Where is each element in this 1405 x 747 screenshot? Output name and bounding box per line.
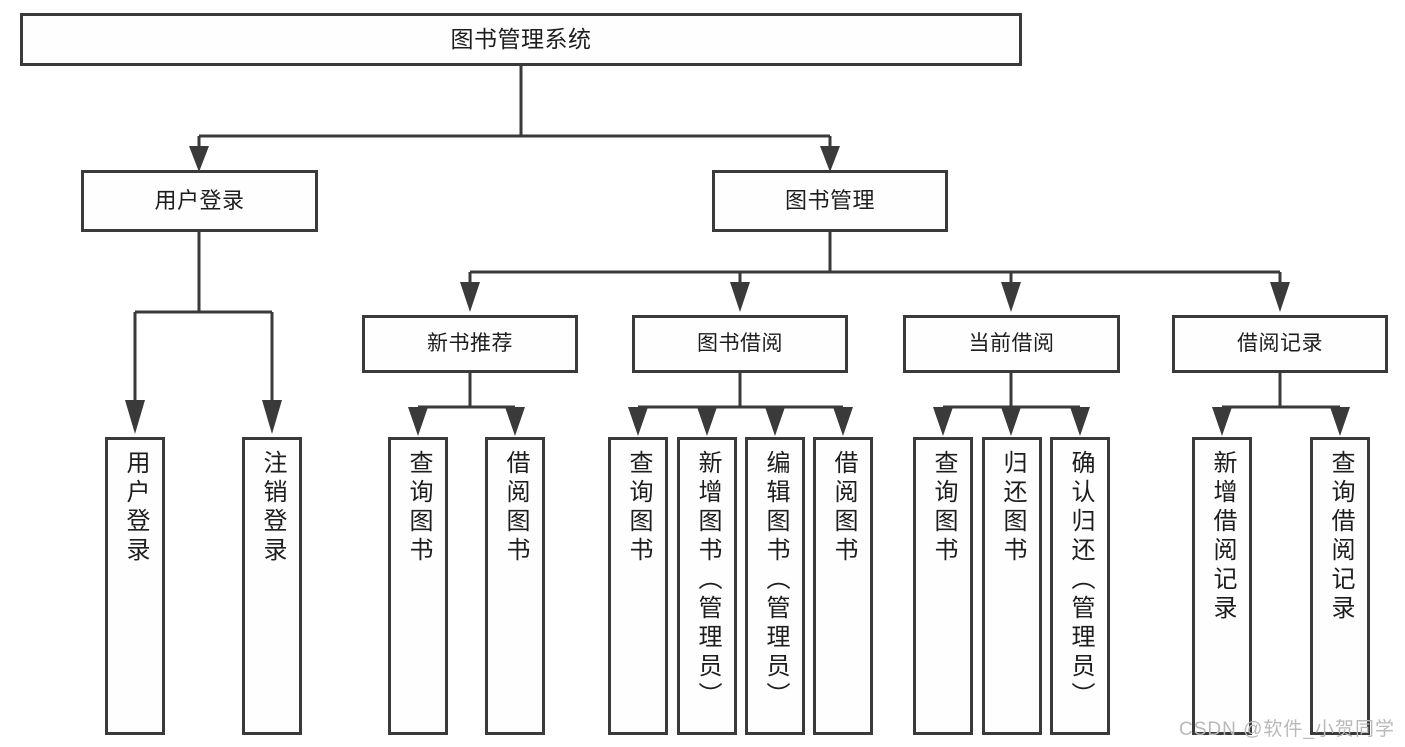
node-label: 编辑图书（管理员）	[762, 450, 789, 711]
node-leaf-confirm-return-admin[interactable]: 确认归还（管理员）	[1050, 437, 1110, 735]
node-label: 注销登录	[259, 450, 286, 566]
node-label: 新书推荐	[427, 331, 513, 355]
node-current-borrowing[interactable]: 当前借阅	[903, 315, 1120, 373]
node-label: 用户登录	[154, 187, 245, 213]
node-leaf-return-book[interactable]: 归还图书	[982, 437, 1042, 735]
arrowhead-book-mgmt	[820, 146, 840, 172]
arrowhead-borrowrecord-child-1	[1212, 407, 1232, 436]
node-label: 图书管理系统	[450, 25, 592, 52]
arrowhead-currentborrow-child-1	[933, 407, 953, 436]
node-label: 新增图书（管理员）	[694, 450, 721, 711]
arrowhead-borrowrecord-child-2	[1330, 407, 1350, 436]
node-leaf-logout[interactable]: 注销登录	[242, 437, 302, 735]
node-leaf-query-borrow-record[interactable]: 查询借阅记录	[1310, 437, 1370, 735]
arrowhead-newbook-child-2	[505, 407, 525, 436]
node-label: 借阅记录	[1237, 331, 1323, 355]
node-label: 当前借阅	[968, 331, 1055, 355]
node-leaf-query-book-borrow[interactable]: 查询图书	[608, 437, 668, 735]
node-leaf-user-login[interactable]: 用户登录	[105, 437, 165, 735]
node-label: 查询图书	[930, 450, 957, 566]
arrowhead-leaf-user-login	[125, 400, 145, 434]
arrowhead-currentborrow-child-3	[1070, 407, 1090, 436]
node-label: 图书借阅	[697, 331, 783, 355]
node-label: 借阅图书	[502, 450, 529, 566]
node-label: 图书管理	[784, 187, 875, 213]
node-book-management[interactable]: 图书管理	[712, 170, 948, 232]
node-leaf-edit-book-admin[interactable]: 编辑图书（管理员）	[745, 437, 805, 735]
node-book-management-system[interactable]: 图书管理系统	[20, 13, 1022, 66]
node-label: 归还图书	[999, 450, 1026, 566]
node-new-book-recommendation[interactable]: 新书推荐	[362, 315, 578, 373]
node-leaf-query-book-current[interactable]: 查询图书	[913, 437, 973, 735]
arrowhead-book-borrow	[730, 282, 750, 312]
node-label: 查询图书	[405, 450, 432, 566]
arrowhead-leaf-logout	[262, 400, 282, 434]
node-label: 用户登录	[122, 450, 149, 566]
node-leaf-borrow-book-newrec[interactable]: 借阅图书	[485, 437, 545, 735]
node-leaf-borrow-book[interactable]: 借阅图书	[813, 437, 873, 735]
node-label: 确认归还（管理员）	[1067, 450, 1094, 711]
watermark-text: CSDN @软件_小贺同学	[1179, 719, 1395, 740]
arrowhead-borrow-record	[1270, 282, 1290, 312]
arrowhead-bookborrow-child-1	[628, 407, 648, 436]
arrowhead-newbook-child-1	[408, 407, 428, 436]
arrowhead-new-book-rec	[460, 282, 480, 312]
node-user-login[interactable]: 用户登录	[81, 170, 318, 232]
arrowhead-currentborrow-child-2	[1001, 407, 1021, 436]
arrowhead-bookborrow-child-3	[765, 407, 785, 436]
arrowhead-bookborrow-child-4	[833, 407, 853, 436]
node-leaf-query-book-newrec[interactable]: 查询图书	[388, 437, 448, 735]
node-label: 借阅图书	[830, 450, 857, 566]
arrowhead-bookborrow-child-2	[697, 407, 717, 436]
node-label: 查询图书	[625, 450, 652, 566]
node-label: 查询借阅记录	[1327, 450, 1354, 624]
arrowhead-current-borrow	[1001, 282, 1021, 312]
node-borrowing-record[interactable]: 借阅记录	[1172, 315, 1388, 373]
arrowhead-user-login	[189, 146, 209, 172]
node-label: 新增借阅记录	[1209, 450, 1236, 624]
node-leaf-add-borrow-record[interactable]: 新增借阅记录	[1192, 437, 1252, 735]
node-book-borrowing[interactable]: 图书借阅	[632, 315, 848, 373]
node-leaf-add-book-admin[interactable]: 新增图书（管理员）	[677, 437, 737, 735]
